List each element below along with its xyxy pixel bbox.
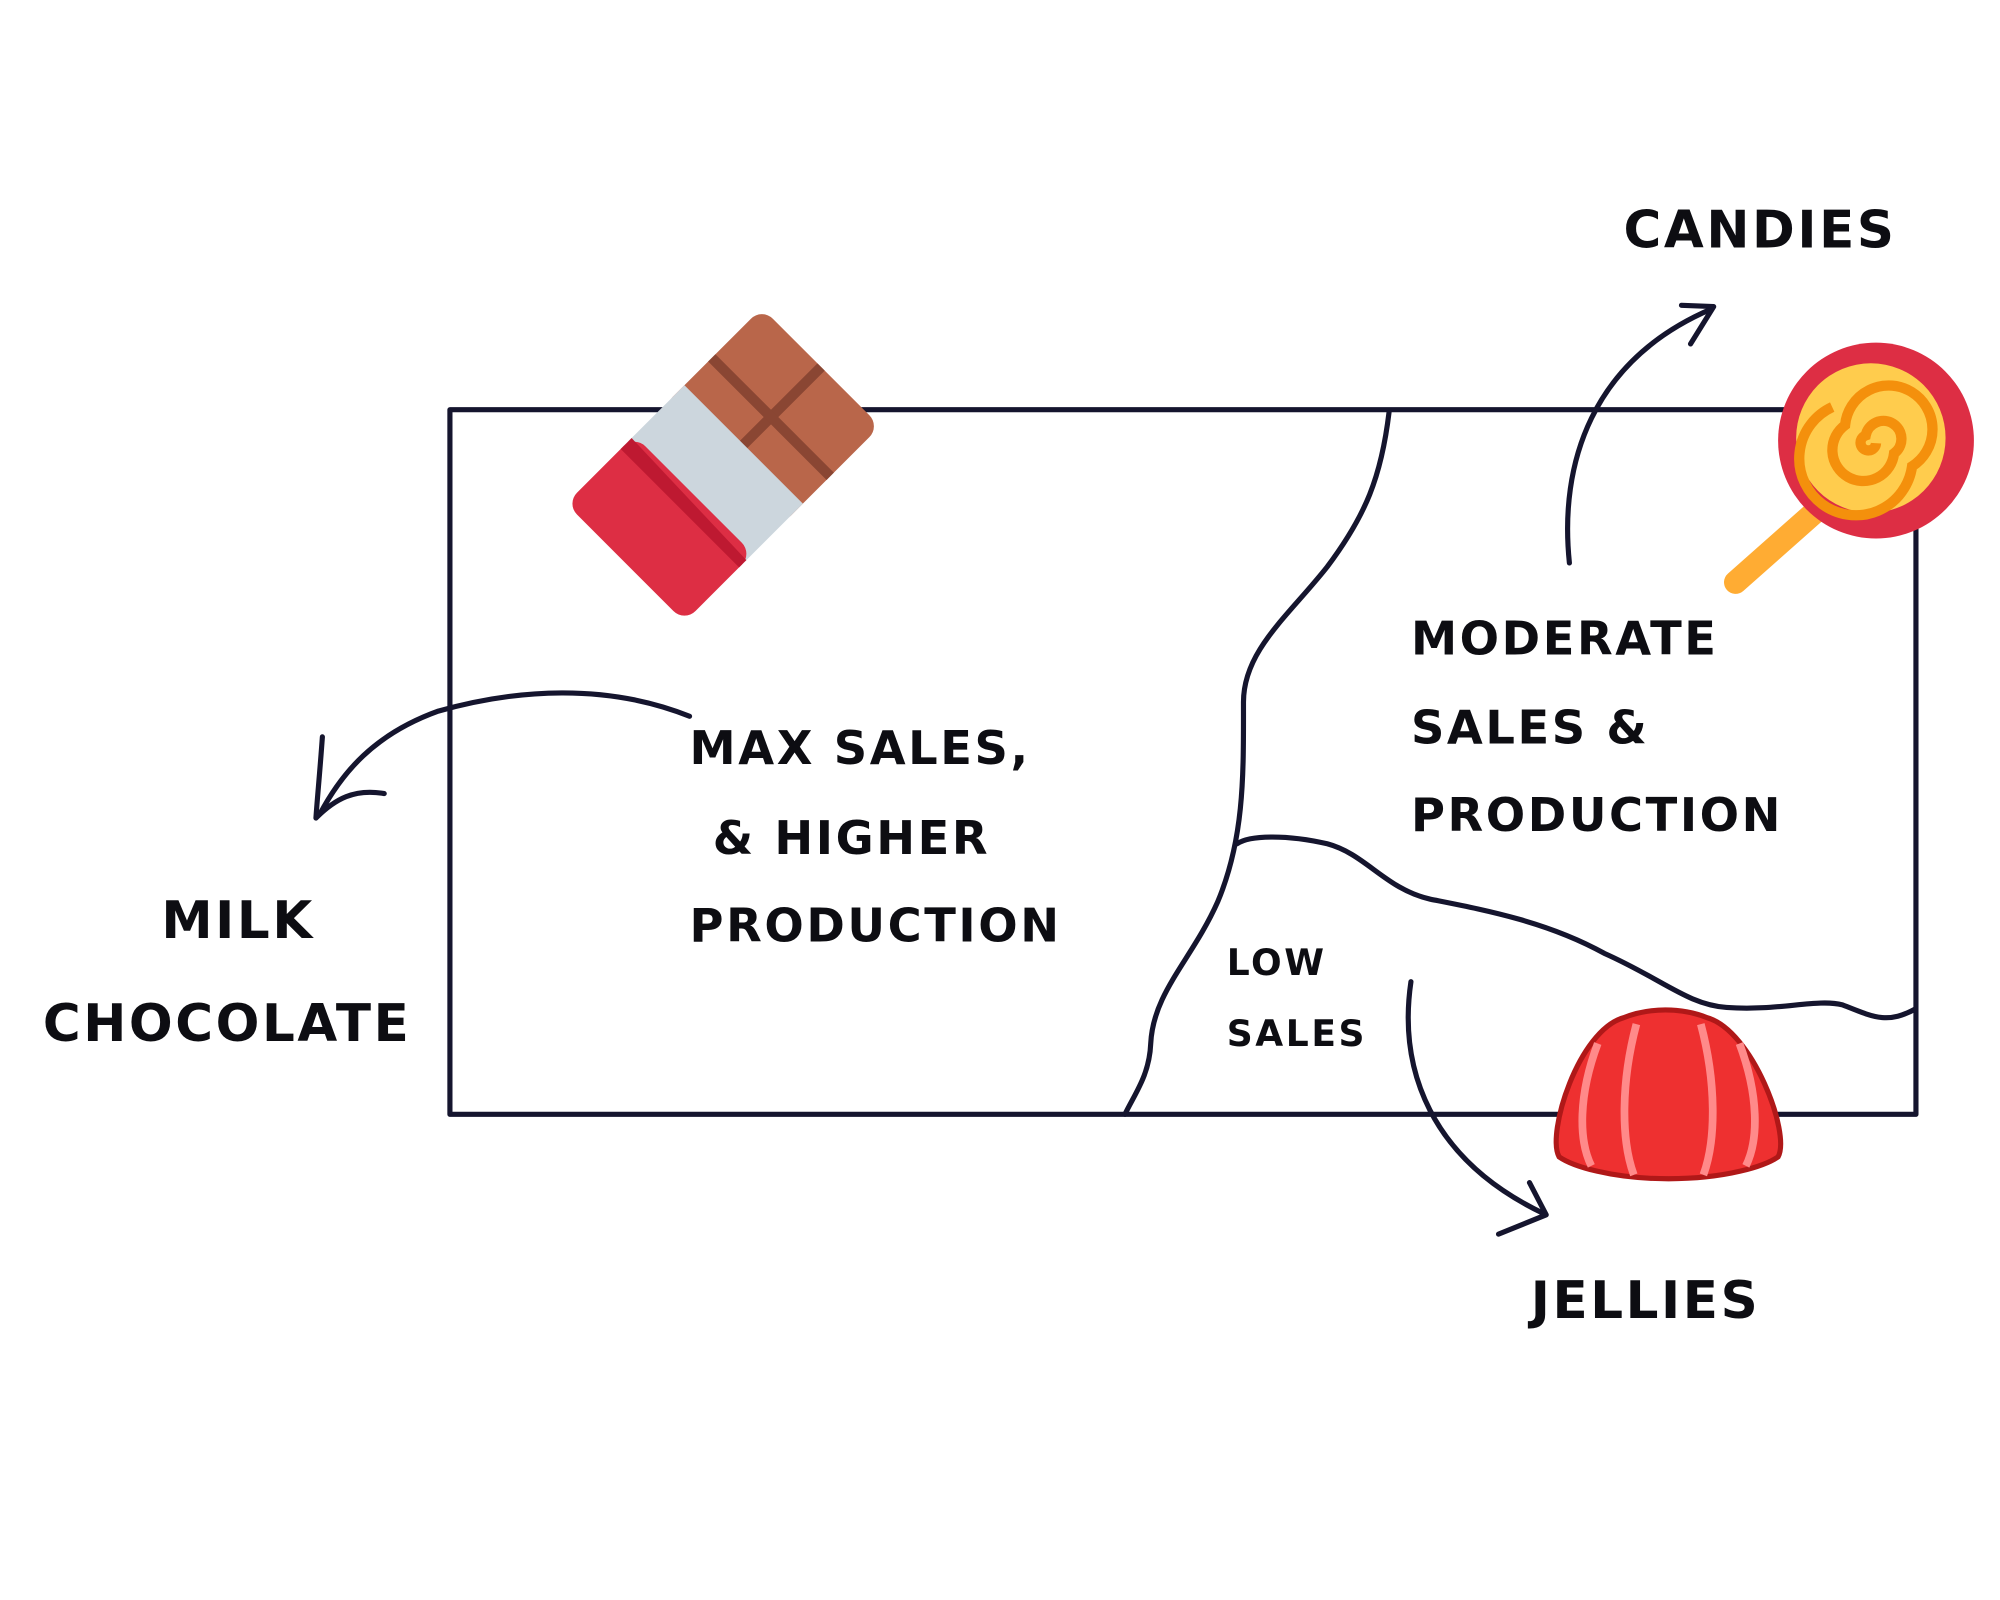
label-max-sales-3: PRODUCTION bbox=[690, 899, 1062, 953]
chocolate-bar-icon bbox=[572, 314, 874, 616]
label-chocolate: CHOCOLATE bbox=[43, 994, 412, 1054]
label-candies: CANDIES bbox=[1624, 200, 1897, 260]
label-milk: MILK bbox=[161, 891, 314, 951]
divider-horizontal bbox=[1234, 834, 1919, 1021]
arrow-to-candies bbox=[1565, 302, 1717, 566]
label-jellies: JELLIES bbox=[1528, 1271, 1761, 1331]
label-max-sales-1: MAX SALES, bbox=[690, 721, 1031, 775]
lollipop-icon bbox=[1723, 342, 1974, 594]
label-max-sales-2: & HIGHER bbox=[713, 811, 990, 865]
sales-area-box bbox=[447, 407, 1919, 1117]
label-low-2: SALES bbox=[1227, 1013, 1367, 1055]
label-moderate-2: SALES & bbox=[1411, 700, 1649, 754]
divider-vertical bbox=[1122, 409, 1392, 1117]
jelly-icon bbox=[1553, 1007, 1784, 1182]
arrow-to-jellies bbox=[1405, 979, 1549, 1237]
arrow-to-milk-chocolate bbox=[313, 690, 693, 821]
label-moderate-3: PRODUCTION bbox=[1411, 788, 1783, 842]
label-low-1: LOW bbox=[1227, 942, 1327, 984]
label-moderate-1: MODERATE bbox=[1411, 611, 1719, 665]
